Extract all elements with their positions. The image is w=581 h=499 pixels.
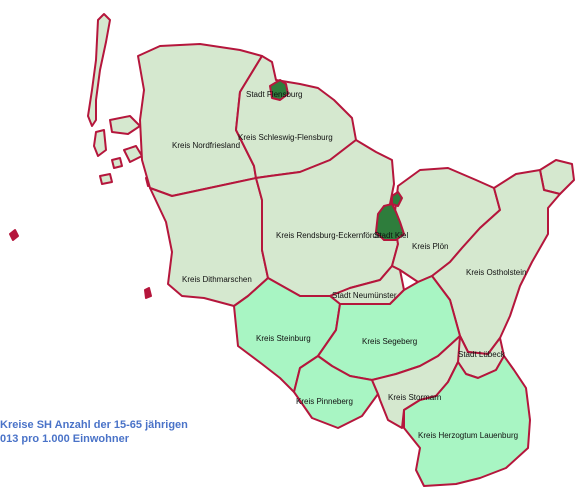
islands	[9, 13, 575, 299]
district-dithmarschen	[149, 177, 269, 307]
district-flensburg	[269, 79, 289, 101]
label-flensburg: Stadt Flensburg	[246, 90, 302, 99]
label-schleswig-flensburg: Kreis Schleswig-Flensburg	[238, 133, 333, 142]
island-hallig-1	[99, 173, 113, 185]
district-kiel	[375, 203, 405, 241]
island-sylt	[87, 13, 111, 127]
label-dithmarschen: Kreis Dithmarschen	[182, 275, 252, 284]
island-pellworm	[123, 145, 143, 163]
label-neumuenster: Stadt Neumünster	[332, 291, 397, 300]
map-caption: Kreise SH Anzahl der 15-65 jährigen 013 …	[0, 418, 300, 446]
label-luebeck: Stadt Lübeck	[458, 350, 506, 359]
island-helgoland	[9, 229, 19, 241]
island-neuwerk	[144, 287, 152, 299]
caption-line-2: 013 pro 1.000 Einwohner	[0, 433, 129, 445]
label-nordfriesland: Kreis Nordfriesland	[172, 141, 240, 150]
label-ostholstein: Kreis Ostholstein	[466, 268, 526, 277]
label-pinneberg: Kreis Pinneberg	[296, 397, 353, 406]
label-stormarn: Kreis Stormarn	[388, 393, 441, 402]
district-herzogtum-lauenburg	[403, 355, 531, 487]
district-labels: Stadt Flensburg Kreis Schleswig-Flensbur…	[172, 90, 526, 440]
label-herzogtum-lauenburg: Kreis Herzogtum Lauenburg	[418, 431, 518, 440]
label-ploen: Kreis Plön	[412, 242, 448, 251]
label-rendsburg-eckernfoerde: Kreis Rendsburg-Eckernförde	[276, 231, 382, 240]
label-kiel: Stadt Kiel	[374, 231, 408, 240]
label-segeberg: Kreis Segeberg	[362, 337, 417, 346]
caption-line-1: Kreise SH Anzahl der 15-65 jährigen	[0, 419, 188, 431]
district-kiel-fjord	[391, 191, 403, 207]
island-amrum	[93, 129, 107, 157]
island-hallig-2	[111, 157, 123, 169]
label-steinburg: Kreis Steinburg	[256, 334, 311, 343]
island-fehmarn	[539, 159, 575, 195]
island-foehr	[109, 115, 141, 135]
